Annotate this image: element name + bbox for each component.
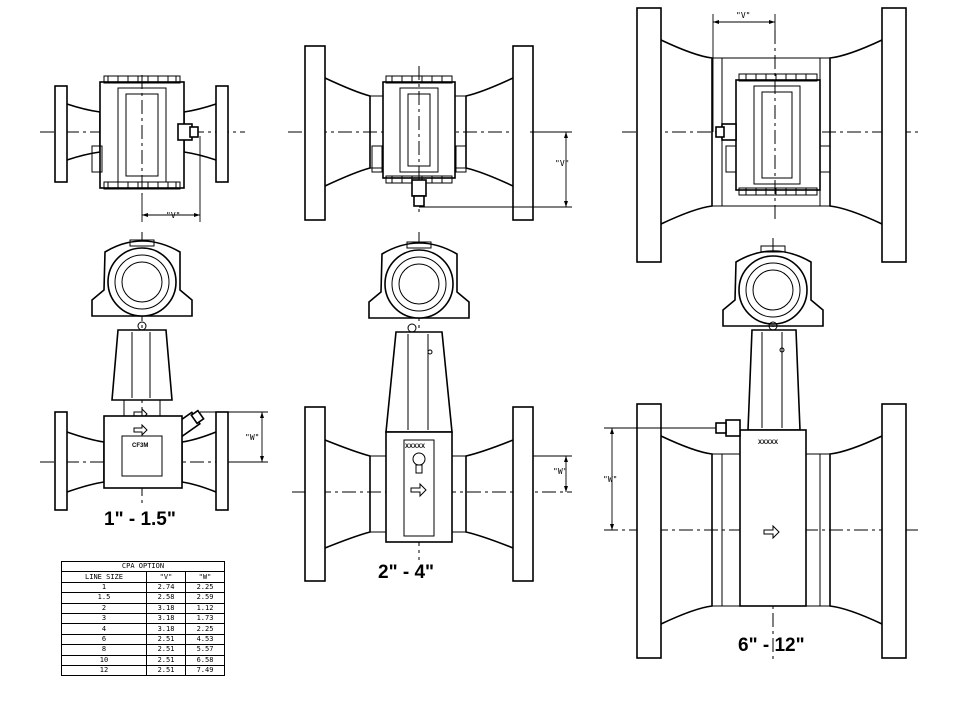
medium-side-view: XXXXX "W" 2" - 4" bbox=[292, 232, 572, 583]
medium-top-flange-left bbox=[304, 45, 326, 221]
small-body-tag: CF3M bbox=[132, 443, 148, 449]
small-top-flange-right bbox=[215, 85, 229, 183]
cell-v: 2.51 bbox=[146, 633, 186, 646]
medium-w-dim-label: "W" bbox=[553, 467, 567, 476]
cell-w: 1.73 bbox=[184, 612, 226, 625]
small-side-view: CF3M "W" 1" - 1.5" bbox=[40, 232, 268, 530]
cell-v: 2.51 bbox=[146, 644, 186, 656]
small-w-dim-label: "W" bbox=[245, 433, 259, 442]
medium-top-view: "V" bbox=[288, 45, 572, 221]
cell-w: 6.58 bbox=[184, 654, 226, 666]
large-transmitter-cover bbox=[738, 255, 808, 325]
large-body-tag: XXXXX bbox=[758, 440, 778, 446]
cell-line-size: 4 bbox=[61, 623, 147, 635]
small-top-flange-left bbox=[54, 85, 68, 183]
small-v-dim-label: "V" bbox=[166, 211, 180, 220]
cell-v: 3.18 bbox=[146, 623, 186, 635]
medium-top-flange-right bbox=[512, 45, 534, 221]
cell-line-size: 2 bbox=[61, 602, 147, 614]
large-top-flange-left bbox=[636, 7, 662, 263]
cpa-header-v: "V" bbox=[146, 571, 186, 583]
cell-w: 4.53 bbox=[184, 633, 226, 646]
cell-v: 2.51 bbox=[146, 654, 186, 666]
cell-v: 3.18 bbox=[146, 612, 186, 625]
large-side-view: XXXXX "W" 6" - 12" bbox=[603, 238, 918, 660]
cell-v: 2.74 bbox=[146, 581, 186, 594]
cell-w: 2.25 bbox=[184, 623, 226, 635]
medium-v-dim-label: "V" bbox=[555, 159, 569, 168]
large-w-dim-label: "W" bbox=[603, 475, 617, 484]
cpa-table-title: CPA OPTION bbox=[61, 560, 225, 573]
cell-w: 5.57 bbox=[184, 644, 226, 656]
cpa-table-header-row: LINE SIZE "V" "W" bbox=[61, 571, 226, 583]
cell-line-size: 1 bbox=[61, 581, 147, 594]
small-size-label: 1" - 1.5" bbox=[104, 509, 176, 530]
large-top-flange-right bbox=[881, 7, 907, 263]
cell-v: 3.18 bbox=[146, 602, 186, 614]
medium-body-tag: XXXXX bbox=[405, 444, 425, 450]
large-size-label: 6" - 12" bbox=[738, 635, 805, 656]
medium-size-label: 2" - 4" bbox=[378, 562, 434, 583]
cell-line-size: 6 bbox=[61, 633, 147, 646]
large-v-dim-label: "V" bbox=[736, 11, 750, 20]
cell-w: 1.12 bbox=[184, 602, 226, 614]
cell-w: 2.25 bbox=[184, 581, 226, 594]
large-top-view: "V" bbox=[622, 7, 918, 263]
small-transmitter-cover bbox=[107, 247, 177, 317]
cell-w: 2.59 bbox=[184, 592, 226, 604]
cell-v: 2.51 bbox=[146, 664, 186, 677]
cell-line-size: 12 bbox=[61, 664, 147, 677]
cell-line-size: 1.5 bbox=[61, 592, 147, 604]
medium-transmitter-cover bbox=[384, 249, 454, 319]
cell-line-size: 8 bbox=[61, 644, 147, 656]
cell-v: 2.58 bbox=[146, 592, 186, 604]
cpa-header-w: "W" bbox=[184, 571, 226, 583]
small-top-view: "V" bbox=[40, 75, 245, 222]
cell-w: 7.49 bbox=[184, 664, 226, 677]
cell-line-size: 10 bbox=[61, 654, 147, 666]
cpa-header-line-size: LINE SIZE bbox=[61, 571, 147, 583]
cell-line-size: 3 bbox=[61, 612, 147, 625]
